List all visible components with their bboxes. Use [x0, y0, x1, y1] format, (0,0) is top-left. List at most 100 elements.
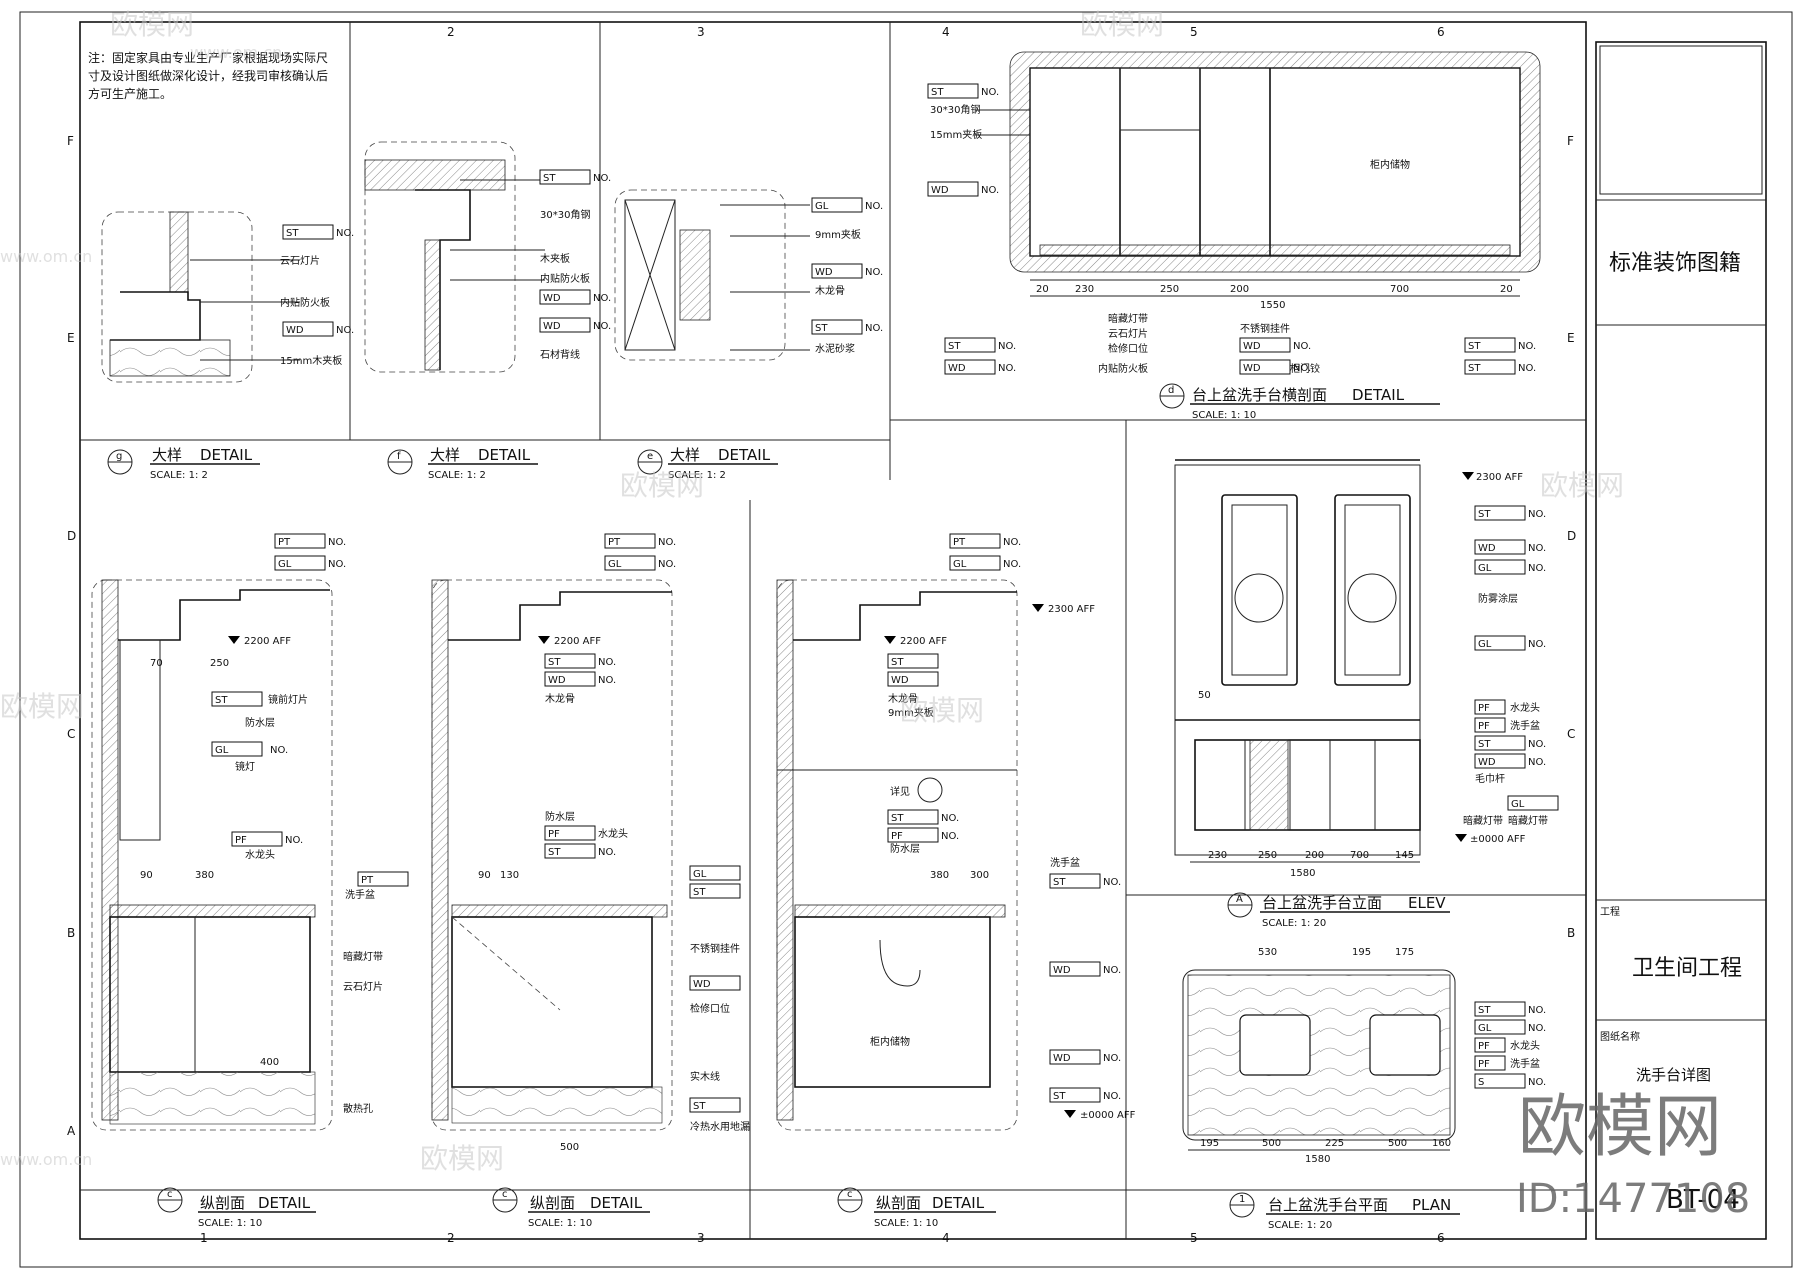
- svg-text:内贴防火板: 内贴防火板: [540, 272, 590, 285]
- svg-text:400: 400: [260, 1057, 279, 1068]
- svg-text:NO.: NO.: [941, 813, 959, 824]
- elevation-a: 230 250 200 700 145 1580 50 2300 AFF ±00…: [1174, 459, 1559, 929]
- svg-text:暗藏灯带: 暗藏灯带: [343, 950, 383, 963]
- grid-col-6: 6: [1437, 1231, 1445, 1245]
- svg-text:500: 500: [1388, 1138, 1407, 1149]
- svg-text:160: 160: [1432, 1138, 1451, 1149]
- svg-text:NO.: NO.: [998, 363, 1016, 374]
- svg-text:NO.: NO.: [865, 323, 883, 334]
- svg-text:WD: WD: [891, 675, 909, 686]
- svg-text:SCALE: 1: 2: SCALE: 1: 2: [150, 470, 208, 481]
- view-tag-a: A: [1236, 894, 1243, 905]
- view-title-f: 大样: [430, 446, 460, 464]
- svg-text:700: 700: [1390, 284, 1409, 295]
- svg-text:洗手盆: 洗手盆: [1510, 1057, 1540, 1070]
- svg-text:GL: GL: [815, 201, 829, 212]
- svg-text:380: 380: [195, 870, 214, 881]
- svg-text:S: S: [1478, 1077, 1484, 1088]
- svg-text:水泥砂浆: 水泥砂浆: [815, 342, 855, 355]
- svg-text:ELEV: ELEV: [1408, 894, 1446, 912]
- view-title-c3: 纵剖面: [876, 1194, 921, 1212]
- svg-text:SCALE: 1: 2: SCALE: 1: 2: [668, 470, 726, 481]
- note-line-3: 方可生产施工。: [88, 86, 172, 101]
- svg-text:195: 195: [1352, 947, 1371, 958]
- svg-text:50: 50: [1198, 690, 1211, 701]
- svg-text:GL: GL: [953, 559, 967, 570]
- svg-text:NO.: NO.: [1528, 1077, 1546, 1088]
- svg-text:ST: ST: [286, 228, 299, 239]
- svg-text:NO.: NO.: [593, 173, 611, 184]
- grid-row-c-right: C: [1567, 727, 1575, 741]
- view-title-c1: 纵剖面: [200, 1194, 245, 1212]
- svg-text:NO.: NO.: [598, 675, 616, 686]
- watermark: 欧模网 www.om.cn 欧模网 www.om.cn 欧模网 欧模网 欧模网 …: [0, 8, 1750, 1222]
- svg-text:±0000 AFF: ±0000 AFF: [1080, 1110, 1136, 1121]
- svg-text:NO.: NO.: [1003, 537, 1021, 548]
- svg-text:PF: PF: [1478, 1059, 1490, 1070]
- grid-row-c: C: [67, 727, 75, 741]
- svg-text:GL: GL: [693, 869, 707, 880]
- general-note: 注：固定家具由专业生产厂家根据现场实际尺 寸及设计图纸做深化设计，经我司审核确认…: [88, 50, 328, 101]
- svg-text:欧模网: 欧模网: [110, 8, 194, 41]
- title-block: 标准装饰图籍 工程 卫生间工程 图纸名称 洗手台详图 BT-04: [1595, 41, 1767, 1240]
- svg-text:130: 130: [500, 870, 519, 881]
- svg-text:实木线: 实木线: [690, 1070, 720, 1083]
- svg-text:ST: ST: [1468, 363, 1481, 374]
- svg-text:PF: PF: [235, 835, 247, 846]
- watermark-brand-large: 欧模网: [1518, 1088, 1722, 1167]
- svg-text:NO.: NO.: [1103, 1091, 1121, 1102]
- svg-text:2200 AFF: 2200 AFF: [900, 636, 947, 647]
- grid-row-b: B: [67, 926, 75, 940]
- view-tag-f: f: [397, 451, 401, 462]
- svg-text:PF: PF: [548, 829, 560, 840]
- svg-text:ST: ST: [931, 87, 944, 98]
- svg-text:NO.: NO.: [1528, 543, 1546, 554]
- svg-text:WD: WD: [543, 321, 561, 332]
- svg-text:WD: WD: [548, 675, 566, 686]
- section-c1: 2200 AFF 70 250 380 90 400 ST 镜前灯片 防水层 G…: [91, 533, 409, 1229]
- svg-text:云石灯片: 云石灯片: [343, 980, 383, 993]
- svg-text:GL: GL: [608, 559, 622, 570]
- view-title-b: 台上盆洗手台平面: [1268, 1196, 1388, 1214]
- svg-text:NO.: NO.: [1293, 341, 1311, 352]
- svg-text:1550: 1550: [1260, 300, 1285, 311]
- svg-text:GL: GL: [1478, 563, 1492, 574]
- svg-text:木龙骨: 木龙骨: [545, 692, 575, 705]
- watermark-id: ID:1477108: [1516, 1176, 1750, 1222]
- svg-text:不锈钢挂件: 不锈钢挂件: [1240, 322, 1290, 335]
- svg-text:NO.: NO.: [1528, 1023, 1546, 1034]
- svg-text:PT: PT: [608, 537, 621, 548]
- svg-text:GL: GL: [1478, 639, 1492, 650]
- grid-col-2: 2: [447, 1231, 455, 1245]
- svg-text:NO.: NO.: [598, 657, 616, 668]
- svg-text:NO.: NO.: [1528, 639, 1546, 650]
- view-tag-b: 1: [1239, 1194, 1245, 1205]
- svg-text:PF: PF: [1478, 721, 1490, 732]
- svg-text:NO.: NO.: [1528, 509, 1546, 520]
- svg-text:GL: GL: [215, 745, 229, 756]
- svg-text:木夹板: 木夹板: [540, 252, 570, 265]
- svg-text:防水层: 防水层: [245, 716, 275, 729]
- svg-text:WD: WD: [1243, 341, 1261, 352]
- svg-text:NO.: NO.: [981, 185, 999, 196]
- svg-text:镜灯: 镜灯: [235, 760, 255, 773]
- svg-text:ST: ST: [948, 341, 961, 352]
- svg-text:NO.: NO.: [865, 267, 883, 278]
- svg-text:NO.: NO.: [285, 835, 303, 846]
- svg-text:WD: WD: [543, 293, 561, 304]
- view-tag-e: e: [647, 451, 653, 462]
- grid-row-d: D: [67, 529, 76, 543]
- svg-text:70: 70: [150, 658, 163, 669]
- view-tag-g: g: [116, 451, 122, 462]
- label-cloud-stone: 云石灯片: [280, 254, 320, 267]
- svg-text:暗藏灯带: 暗藏灯带: [1508, 814, 1548, 827]
- svg-text:洗手盆: 洗手盆: [1510, 719, 1540, 732]
- svg-text:300: 300: [970, 870, 989, 881]
- svg-text:530: 530: [1258, 947, 1277, 958]
- svg-text:防雾涂层: 防雾涂层: [1478, 592, 1518, 605]
- note-line-2: 寸及设计图纸做深化设计，经我司审核确认后: [88, 68, 328, 83]
- svg-text:NO.: NO.: [593, 321, 611, 332]
- svg-text:250: 250: [1160, 284, 1179, 295]
